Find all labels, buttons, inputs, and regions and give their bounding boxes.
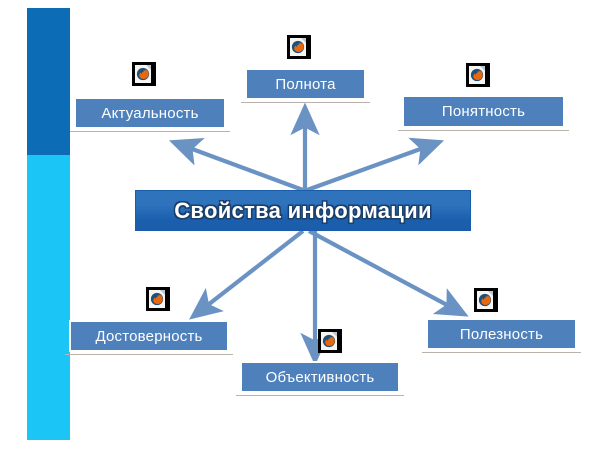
document-page-shape xyxy=(290,38,306,56)
firefox-logo-icon xyxy=(470,69,484,82)
document-page-shape xyxy=(477,291,493,309)
node-label: Объективность xyxy=(265,368,375,386)
document-page-shape xyxy=(321,332,337,350)
document-page-shape xyxy=(135,65,151,83)
arrow-center-to-aktualnost xyxy=(168,137,304,192)
firefox-document-icon xyxy=(146,287,170,311)
node-ponyatnost[interactable]: Понятность xyxy=(398,95,569,131)
node-poleznost[interactable]: Полезность xyxy=(422,318,581,353)
firefox-logo-icon xyxy=(136,68,150,81)
node-center-properties-of-information[interactable]: Свойства информации xyxy=(135,190,471,231)
left-accent-bar xyxy=(27,8,70,440)
arrow-center-to-dostovernost xyxy=(189,229,305,320)
document-page-shape xyxy=(469,66,485,84)
node-dostovernost[interactable]: Достоверность xyxy=(65,320,233,355)
firefox-logo-icon xyxy=(478,294,492,307)
node-label: Полнота xyxy=(275,75,336,93)
node-aktualnost[interactable]: Актуальность xyxy=(70,97,230,132)
firefox-logo-icon xyxy=(291,41,305,54)
firefox-document-icon xyxy=(287,35,311,59)
node-polnota[interactable]: Полнота xyxy=(241,68,370,103)
document-page-shape xyxy=(149,290,165,308)
node-obektivnost[interactable]: Объективность xyxy=(236,361,404,396)
node-label: Достоверность xyxy=(95,327,203,345)
node-label: Актуальность xyxy=(101,104,199,122)
firefox-logo-icon xyxy=(322,335,336,348)
firefox-document-icon xyxy=(474,288,498,312)
node-label: Понятность xyxy=(441,103,526,120)
firefox-document-icon xyxy=(466,63,490,87)
node-label: Полезность xyxy=(459,325,544,343)
arrow-center-to-ponyatnost xyxy=(306,137,445,192)
center-node-label: Свойства информации xyxy=(174,197,432,223)
firefox-logo-icon xyxy=(150,293,164,306)
firefox-document-icon xyxy=(318,329,342,353)
accent-bar-bottom-segment xyxy=(27,155,70,440)
accent-bar-top-segment xyxy=(27,8,70,155)
arrow-center-to-poleznost xyxy=(308,229,469,317)
firefox-document-icon xyxy=(132,62,156,86)
